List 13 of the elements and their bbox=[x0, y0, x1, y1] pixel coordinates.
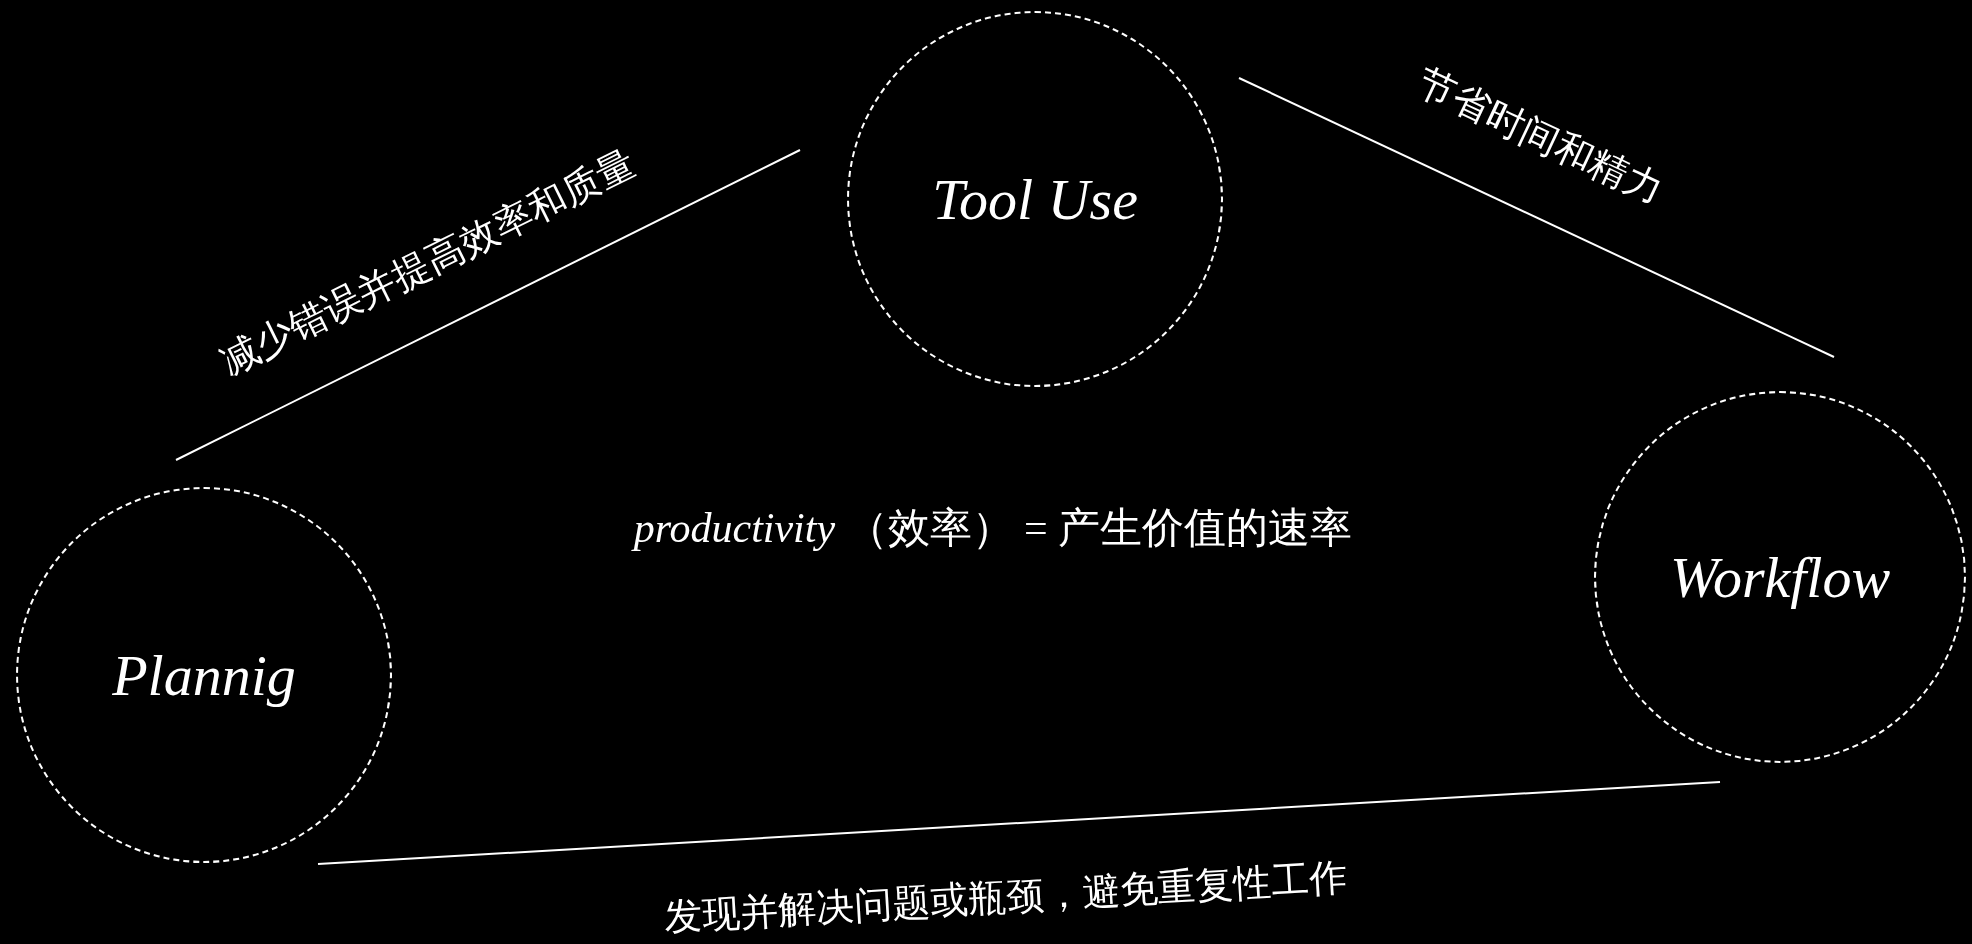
connector-line bbox=[1238, 77, 1835, 358]
connector-line bbox=[317, 781, 1721, 865]
dashed-circle bbox=[847, 11, 1223, 387]
edge-label: 节省时间和精力 bbox=[1409, 58, 1671, 214]
formula-text: productivity （效率） = 产生价值的速率 bbox=[633, 504, 1353, 553]
dashed-circle bbox=[1594, 391, 1966, 763]
edge-label: 减少错误并提高效率和质量 bbox=[212, 139, 643, 385]
connector-line bbox=[175, 149, 801, 461]
edge-label: 发现并解决问题或瓶颈，避免重复性工作 bbox=[663, 853, 1349, 941]
dashed-circle bbox=[16, 487, 392, 863]
node-label: Tool Use bbox=[932, 165, 1138, 233]
node-label: Plannig bbox=[112, 641, 296, 709]
node-label: Workflow bbox=[1669, 543, 1891, 611]
